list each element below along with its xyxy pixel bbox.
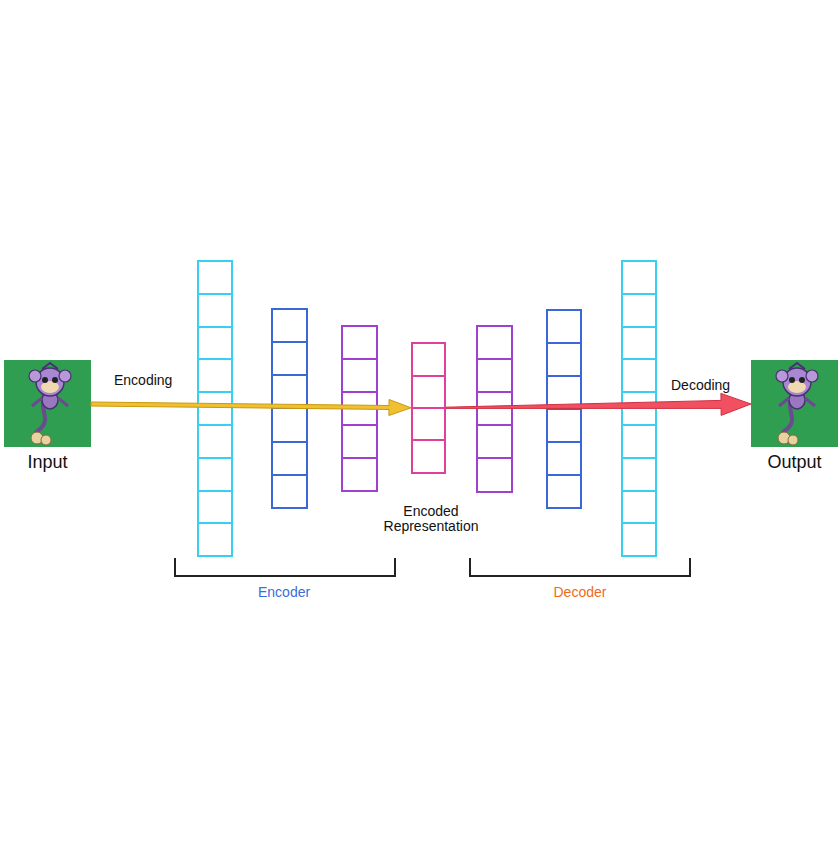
flow-arrow — [91, 400, 411, 416]
node-label: Encoded Representation — [361, 504, 501, 535]
edge-label: Encoding — [114, 372, 172, 388]
bracket — [470, 558, 690, 576]
latent-layer: Encoded Representation — [411, 342, 446, 474]
cell-divider — [413, 375, 444, 377]
output-image: Output — [751, 360, 838, 447]
sprite-illustration — [776, 363, 818, 445]
node-label: Output — [731, 453, 840, 473]
flow-arrow — [446, 393, 751, 415]
hidden-layer — [477, 326, 512, 492]
layer-cells — [413, 344, 444, 472]
bracket — [175, 558, 395, 576]
input-image: Input — [4, 360, 91, 447]
cell-divider — [413, 439, 444, 441]
sprite-illustration — [29, 363, 71, 445]
decoder-label: Decoder — [554, 584, 607, 600]
arrow-shape — [446, 393, 751, 415]
node-label: Input — [0, 453, 111, 473]
input-layer — [198, 261, 232, 556]
hidden-layer — [547, 310, 581, 508]
arrow-shape — [91, 400, 411, 416]
edge-label: Decoding — [671, 377, 730, 393]
encoder-label: Encoder — [258, 584, 310, 600]
cell-divider — [413, 407, 444, 409]
